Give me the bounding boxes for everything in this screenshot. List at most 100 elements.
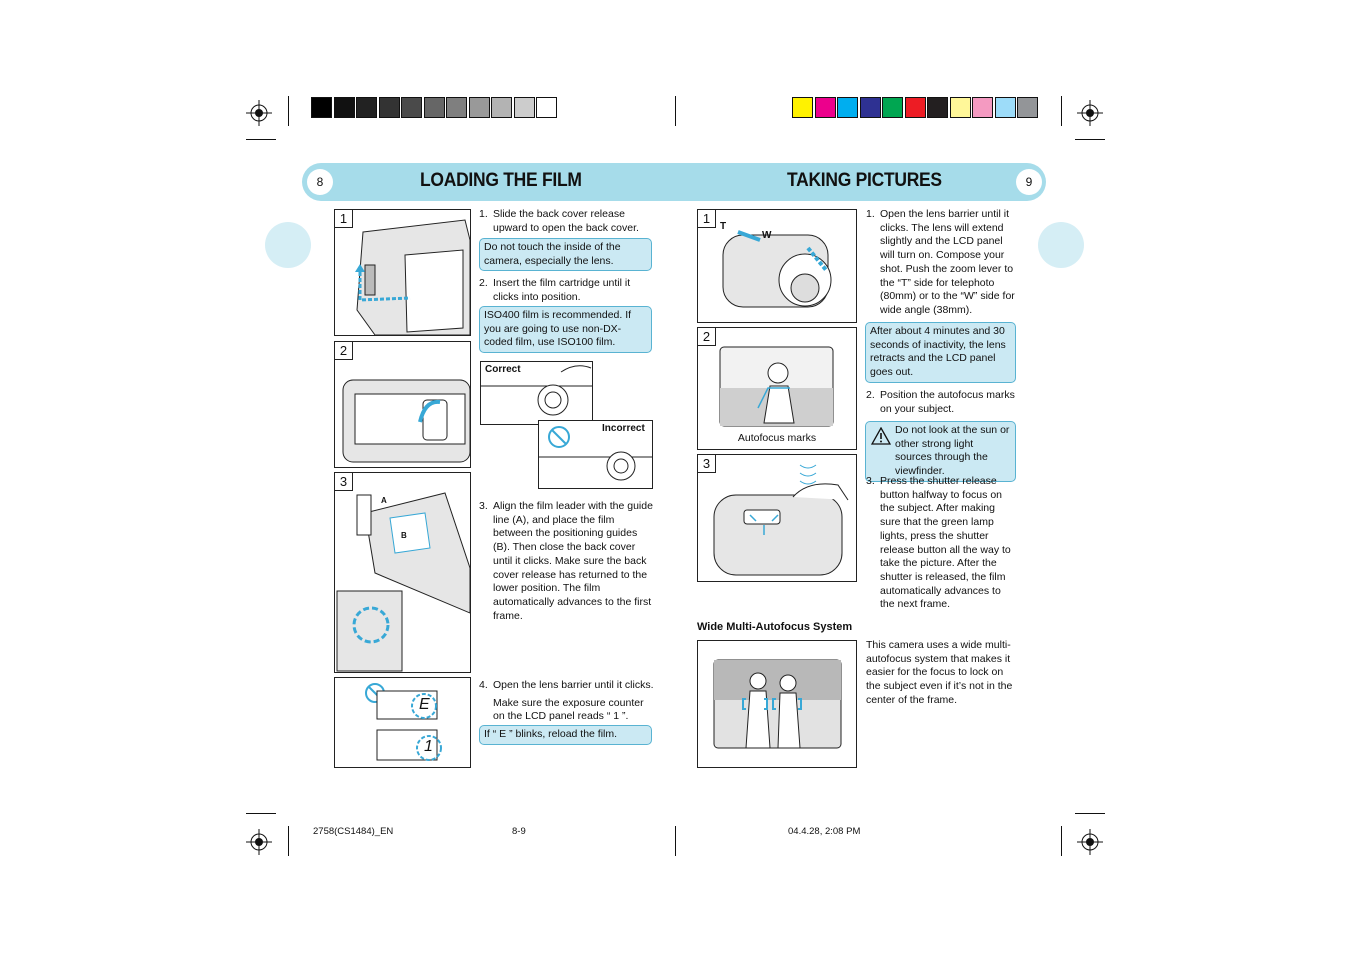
caution-note: Do not touch the inside of the camera, e…	[479, 238, 652, 272]
film-cartridge-icon	[481, 365, 592, 416]
color-swatch	[536, 97, 557, 118]
guide-label-a: A	[381, 496, 387, 505]
footer-date: 04.4.28, 2:08 PM	[788, 826, 861, 837]
wide-af-description: This camera uses a wide multi-autofocus …	[866, 639, 1013, 706]
figure-panel: 2	[334, 341, 471, 468]
figure-panel: 1	[334, 209, 471, 336]
step-number: 3.	[866, 475, 875, 487]
panel-number: 2	[335, 342, 353, 360]
registration-mark-icon	[246, 829, 272, 855]
color-swatch	[513, 97, 535, 118]
info-note: After about 4 minutes and 30 seconds of …	[865, 322, 1016, 383]
color-swatch	[792, 97, 813, 118]
side-tab-right	[1038, 222, 1084, 268]
reload-note: If “ E ” blinks, reload the film.	[479, 725, 652, 745]
wide-autofocus-scene-illustration	[713, 659, 842, 749]
section-subheading: Wide Multi-Autofocus System	[697, 621, 853, 633]
figure-panel: 1 T W	[697, 209, 857, 323]
camera-back-cover-illustration	[355, 219, 470, 335]
panel-number: 3	[698, 455, 716, 473]
film-leader-illustration	[336, 492, 470, 672]
autofocus-caption: Autofocus marks	[737, 432, 817, 444]
warning-text: Do not look at the sun or other strong l…	[895, 424, 1010, 478]
color-swatch	[1017, 97, 1038, 118]
guide-label-b: B	[401, 531, 407, 540]
color-swatch	[904, 97, 926, 118]
step-number: 1.	[866, 208, 875, 220]
color-swatch	[994, 97, 1016, 118]
color-swatch	[333, 97, 355, 118]
lcd-counter-e: E	[419, 696, 430, 713]
film-cartridge-illustration	[342, 379, 470, 463]
step-text: Press the shutter release button halfway…	[880, 475, 1011, 611]
page-title-right: TAKING PICTURES	[787, 170, 942, 191]
step-1: 1. Slide the back cover release upward to…	[479, 208, 654, 235]
color-swatch	[356, 97, 377, 118]
step-text: Align the film leader with the guide lin…	[493, 500, 653, 622]
step-text: Open the lens barrier until it clicks. T…	[880, 208, 1015, 316]
registration-mark-icon	[246, 100, 272, 126]
registration-mark-icon	[1077, 829, 1103, 855]
figure-panel: E 1	[334, 677, 471, 768]
page-title-left: LOADING THE FILM	[420, 170, 582, 191]
color-swatch	[927, 97, 948, 118]
registration-mark-icon	[1077, 100, 1103, 126]
step-3: 3. Press the shutter release button halfw…	[866, 475, 1018, 612]
step-text: Open the lens barrier until it clicks.	[493, 679, 654, 691]
incorrect-label: Incorrect	[602, 423, 645, 434]
figure-panel: 2 Autofocus marks	[697, 327, 857, 450]
color-swatch	[972, 97, 993, 118]
color-swatch	[311, 97, 332, 118]
color-swatch	[859, 97, 881, 118]
color-swatch	[837, 97, 858, 118]
color-swatch	[814, 97, 836, 118]
color-swatch	[446, 97, 467, 118]
info-note: ISO400 film is recommended. If you are g…	[479, 306, 652, 354]
step-1: 1. Open the lens barrier until it clicks.…	[866, 208, 1018, 318]
footer-filename: 2758(CS1484)_EN	[313, 826, 394, 837]
panel-number: 1	[698, 210, 716, 228]
footer-pages: 8-9	[512, 826, 526, 837]
page-number-left: 8	[307, 169, 333, 195]
lcd-counter-illustration	[365, 683, 442, 761]
color-swatch	[882, 97, 903, 118]
prohibited-icon	[548, 426, 570, 448]
color-swatch	[491, 97, 512, 118]
figure-panel: 3 A B	[334, 472, 471, 673]
step-4-detail: Make sure the exposure counter on the LC…	[493, 696, 644, 723]
step-number: 4.	[479, 679, 488, 691]
header-band	[302, 163, 1046, 201]
correct-loading-figure: Correct	[480, 361, 593, 425]
panel-number: 3	[335, 473, 353, 491]
color-swatch	[468, 97, 490, 118]
step-number: 3.	[479, 500, 488, 512]
step-4: 4. Open the lens barrier until it clicks.…	[479, 679, 654, 724]
step-text: Insert the film cartridge until it click…	[493, 277, 631, 303]
step-number: 2.	[479, 277, 488, 289]
step-number: 1.	[479, 208, 488, 220]
incorrect-loading-figure: Incorrect	[538, 420, 653, 489]
step-number: 2.	[866, 389, 875, 401]
side-tab-left	[265, 222, 311, 268]
step-2: 2.Position the autofocus marks on your s…	[866, 389, 1018, 416]
wide-af-figure	[697, 640, 857, 768]
page-number-right: 9	[1016, 169, 1042, 195]
wide-label: W	[762, 230, 772, 241]
step-2: 2. Insert the film cartridge until it cli…	[479, 277, 654, 304]
color-swatch	[378, 97, 400, 118]
shutter-press-illustration	[713, 464, 849, 576]
lcd-counter-1: 1	[424, 738, 433, 755]
color-swatch	[423, 97, 445, 118]
panel-number: 2	[698, 328, 716, 346]
step-text: Slide the back cover release upward to o…	[493, 208, 639, 234]
warning-icon	[871, 427, 891, 445]
color-swatch	[949, 97, 971, 118]
step-3: 3. Align the film leader with the guide l…	[479, 500, 654, 623]
color-swatch	[401, 97, 422, 118]
viewfinder-scene-illustration	[719, 346, 834, 427]
warning-note: Do not look at the sun or other strong l…	[865, 421, 1016, 482]
camera-zoom-illustration	[722, 230, 832, 308]
tele-label: T	[720, 221, 727, 232]
correct-label: Correct	[485, 364, 521, 375]
figure-panel: 3	[697, 454, 857, 582]
